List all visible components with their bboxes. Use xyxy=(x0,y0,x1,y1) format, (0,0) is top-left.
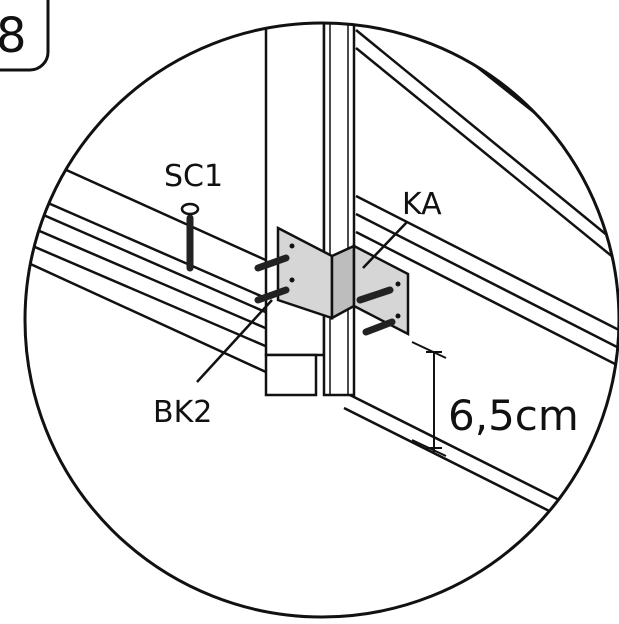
label-sc1: SC1 xyxy=(164,159,223,194)
label-ka: KA xyxy=(402,187,442,222)
screw-sc1 xyxy=(180,202,200,272)
vertical-post xyxy=(264,23,356,397)
step-badge: 8 xyxy=(0,0,50,72)
dimension-label: 6,5cm xyxy=(448,391,579,440)
detail-circle xyxy=(23,21,619,619)
label-bk2: BK2 xyxy=(153,395,212,430)
bracket-screws xyxy=(254,254,396,336)
dimension-line xyxy=(411,341,447,457)
step-number: 8 xyxy=(0,8,27,64)
detail-view xyxy=(25,23,619,548)
leader-lines xyxy=(196,221,408,383)
